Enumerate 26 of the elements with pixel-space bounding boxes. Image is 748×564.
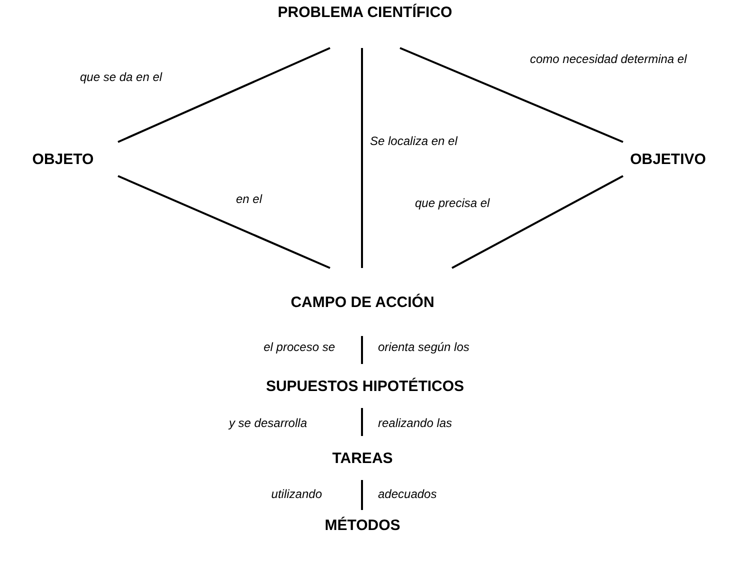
connector-line <box>452 175 624 269</box>
concept-heading: CAMPO DE ACCIÓN <box>290 294 434 310</box>
concept-heading: OBJETO <box>32 150 94 168</box>
edge-label: Se localiza en el <box>370 134 458 148</box>
concept-heading: PROBLEMA CIENTÍFICO <box>278 4 452 21</box>
link-phrase: y se desarrolla <box>228 416 307 430</box>
connector-line <box>361 336 363 364</box>
link-phrase: orienta según los <box>378 340 470 354</box>
concept-heading: OBJETIVO <box>630 150 706 168</box>
concept-heading: MÉTODOS <box>324 516 400 534</box>
link-phrase: adecuados <box>378 487 437 501</box>
concept-heading: TAREAS <box>332 450 393 466</box>
link-phrase: el proceso se <box>264 340 335 354</box>
edge-label: que se da en el <box>80 70 162 84</box>
connector-line <box>118 47 330 143</box>
connector-line <box>361 480 363 510</box>
edge-label: en el <box>236 192 262 206</box>
connector-line <box>361 408 363 436</box>
connector-line <box>400 47 624 143</box>
edge-label: que precisa el <box>415 196 490 210</box>
concept-heading: SUPUESTOS HIPOTÉTICOS <box>266 378 464 394</box>
connector-line <box>118 175 330 269</box>
link-phrase: utilizando <box>271 487 322 501</box>
edge-label: como necesidad determina el <box>530 52 687 66</box>
link-phrase: realizando las <box>378 416 452 430</box>
connector-line <box>361 48 363 268</box>
